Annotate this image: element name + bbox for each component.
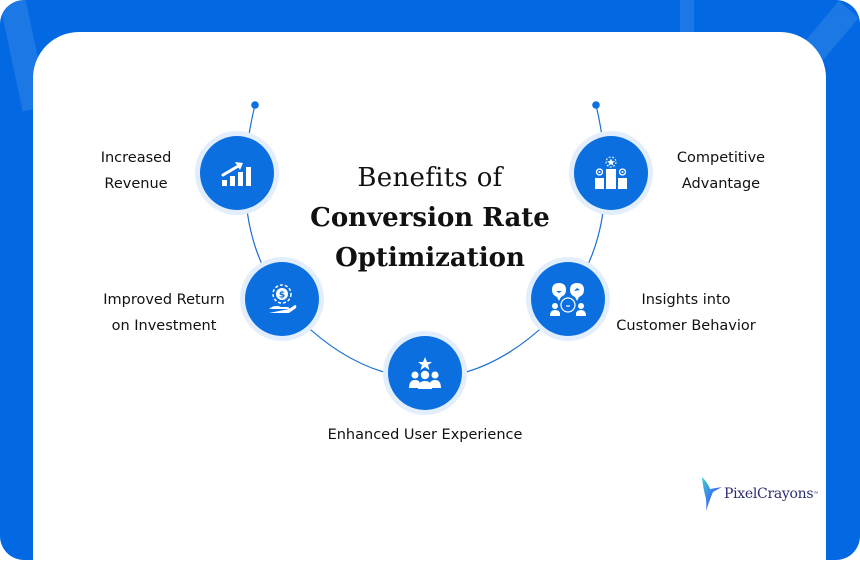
title-line-2: Conversion Rate <box>310 203 550 233</box>
label-competitive-advantage: Competitive Advantage <box>676 150 766 192</box>
connector-dot-left <box>251 101 259 109</box>
label-customer-insights: Insights into Customer Behavior <box>616 292 756 334</box>
customer-thoughts-icon <box>550 283 586 316</box>
label-increased-revenue: Increased Revenue <box>100 150 172 192</box>
bar-chart-growth-icon <box>221 162 251 186</box>
brand-logo: PixelCrayons ™ <box>700 475 818 513</box>
hand-money-cycle-icon: $ <box>269 284 297 313</box>
diagram-title: Benefits of Conversion Rate Optimization <box>290 158 570 278</box>
title-line-1: Benefits of <box>357 163 503 193</box>
label-enhanced-ux: Enhanced User Experience <box>327 427 523 443</box>
brand-name: PixelCrayons <box>724 486 814 502</box>
node-enhanced-ux <box>383 331 467 415</box>
label-improved-roi: Improved Return on Investment <box>103 292 225 334</box>
connector-dot-right <box>592 101 600 109</box>
svg-text:$: $ <box>279 291 285 301</box>
node-customer-insights <box>526 257 610 341</box>
node-improved-roi: $ <box>240 257 324 341</box>
content-card <box>33 32 826 572</box>
hummingbird-icon <box>702 477 722 511</box>
node-increased-revenue <box>195 131 279 215</box>
users-star-icon <box>409 357 441 389</box>
brand-trademark: ™ <box>813 491 819 497</box>
podium-star-icon <box>595 156 627 189</box>
node-competitive-advantage <box>569 131 653 215</box>
title-line-3: Optimization <box>335 243 525 273</box>
